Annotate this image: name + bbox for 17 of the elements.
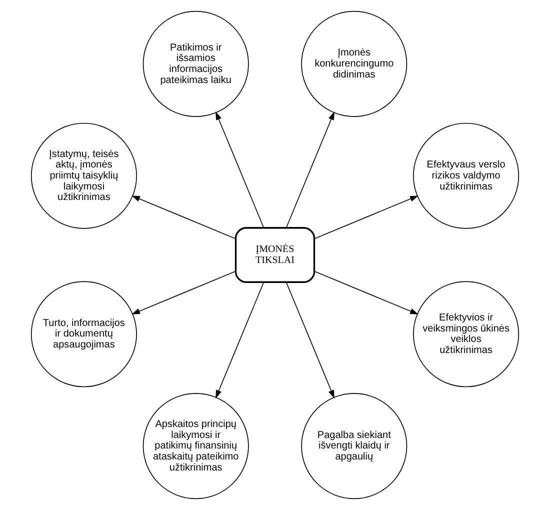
node-circle: Efektyvios ir veiksmingos ūkinės veiklos užtikrinimas [413, 281, 520, 388]
arrow [286, 282, 334, 398]
node-circle: Apskaitos principų laikymosi ir patikimų finansinių ataskaitų pateikimo užtikrinimas [142, 393, 249, 500]
arrow [216, 282, 264, 398]
arrow [314, 196, 418, 240]
arrow [216, 112, 264, 228]
arrow [132, 196, 236, 240]
node-circle: Įstatymų, teisės aktų, įmonės priimtų taisyklių laikymosi užtikrinimas [30, 122, 137, 229]
node-circle: Turto, informacijos ir dokumentų apsaugojimas [30, 281, 137, 388]
node-circle: Pagalba siekiant išvengti klaidų ir apgaulių [301, 393, 408, 500]
node-circle: Efektyvaus verslo rizikos valdymo užtikrinimas [413, 122, 520, 229]
arrow [314, 270, 418, 314]
node-box: ĮMONĖS TIKSLAI [234, 227, 316, 283]
node-circle: Įmonės konkurencingumo didinimas [301, 10, 408, 117]
arrow [286, 112, 334, 228]
node-circle: Patikimos ir išsamios informacijos pateikimas laiku [142, 10, 249, 117]
arrow [132, 270, 236, 314]
